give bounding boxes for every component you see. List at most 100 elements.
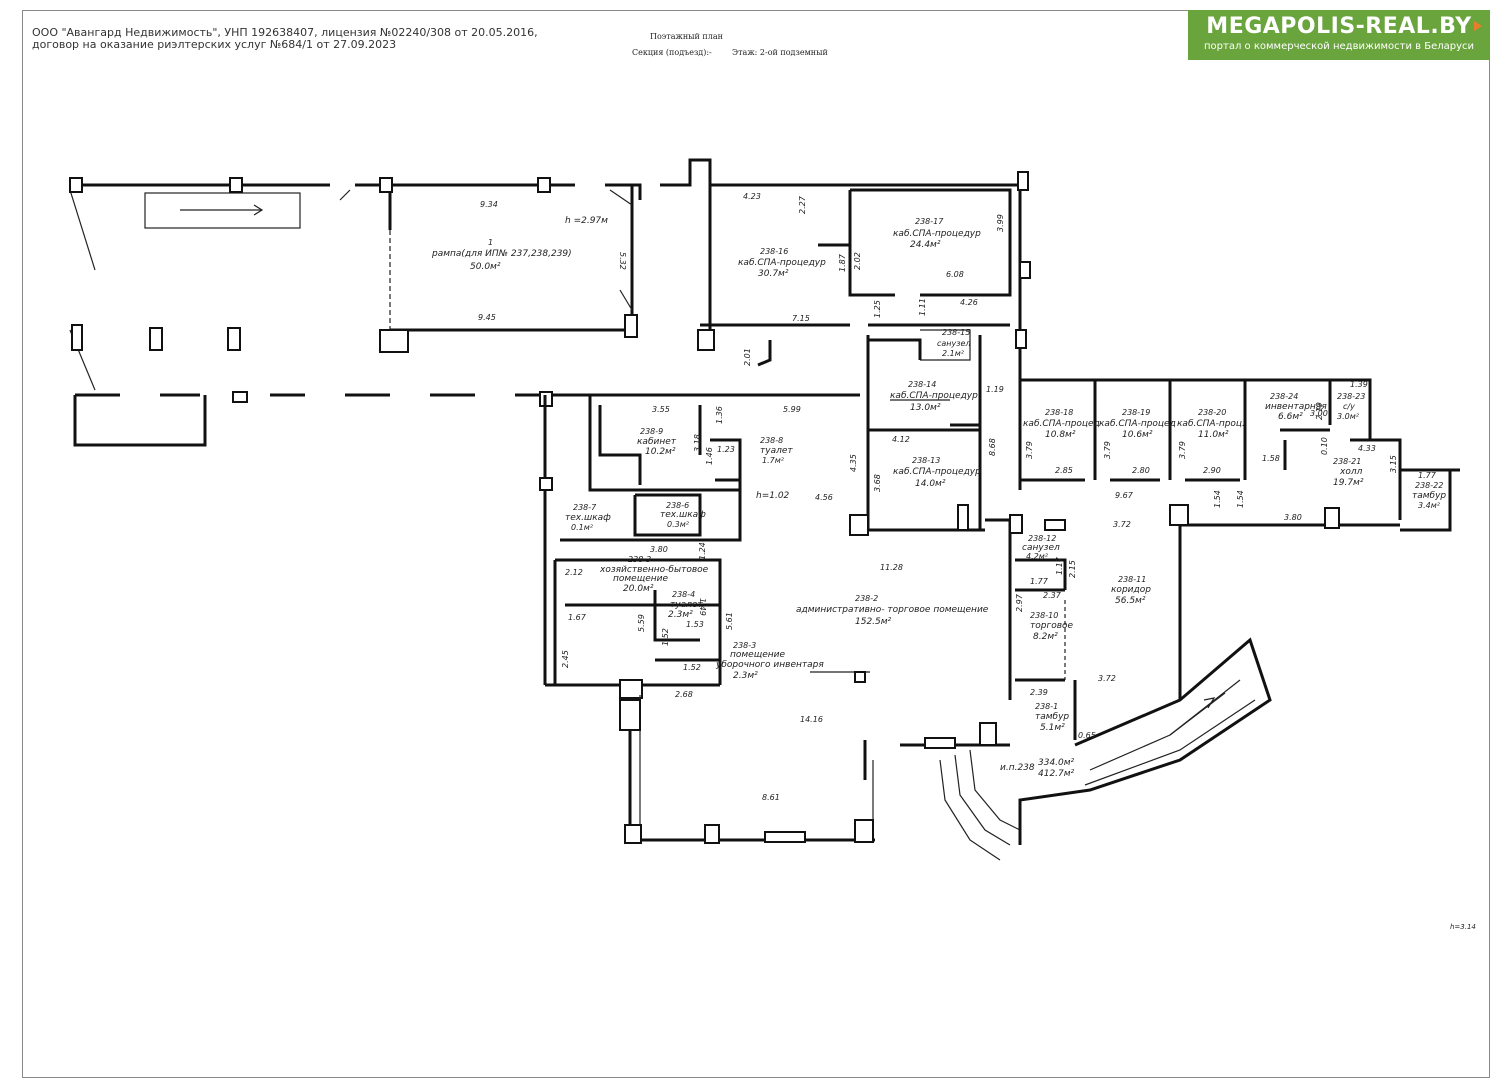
dim-177: 1.77 bbox=[1418, 471, 1437, 480]
room-1-name: рампа(для ИП№ 237,238,239) bbox=[431, 249, 572, 259]
room-13-area: 14.0м² bbox=[915, 479, 946, 489]
room-16-number: 238-16 bbox=[760, 247, 788, 256]
room-18-name: каб.СПА-процед bbox=[1023, 419, 1100, 429]
room-21-number: 238-21 bbox=[1333, 457, 1361, 466]
room-2-area: 152.5м² bbox=[855, 617, 892, 627]
dim-177b: 1.77 bbox=[1030, 577, 1049, 586]
dim-065: 0.65 bbox=[1078, 731, 1096, 740]
room-10-area: 8.2м² bbox=[1033, 632, 1058, 642]
dim-945: 9.45 bbox=[478, 313, 496, 322]
dim-111: 1.11 bbox=[918, 298, 927, 316]
dim-297: 2.97 bbox=[1015, 593, 1024, 612]
room-9-area: 10.2м² bbox=[645, 447, 676, 457]
room-2-name: административно- торговое помещение bbox=[796, 605, 989, 615]
dim-119: 1.19 bbox=[986, 385, 1004, 394]
dim-456: 4.56 bbox=[815, 493, 833, 502]
dim-379a: 3.79 bbox=[1025, 441, 1034, 459]
room-7-name: тех.шкаф bbox=[565, 513, 611, 523]
room-1-area: 50.0м² bbox=[470, 262, 501, 272]
dim-123: 1.23 bbox=[717, 445, 735, 454]
dim-559: 5.59 bbox=[637, 614, 646, 632]
dim-239: 2.39 bbox=[1030, 688, 1048, 697]
dim-146: 1.46 bbox=[705, 447, 714, 465]
dim-290: 2.90 bbox=[1203, 466, 1221, 475]
room-10-number: 238-10 bbox=[1030, 611, 1058, 620]
dim-219: 2.19 bbox=[1315, 402, 1324, 420]
dim-399: 3.99 bbox=[996, 214, 1005, 232]
dim-237: 2.37 bbox=[1043, 591, 1062, 600]
room-6-area: 0.3м² bbox=[667, 520, 690, 529]
dim-010: 0.10 bbox=[1320, 437, 1329, 455]
room-23-area: 3.0м² bbox=[1337, 412, 1360, 421]
logo-title: MEGAPOLIS-REAL.BY bbox=[1206, 14, 1472, 39]
room-19-number: 238-19 bbox=[1122, 408, 1150, 417]
dim-861: 8.61 bbox=[762, 793, 780, 802]
sheet-section: Секция (подъезд):- bbox=[632, 48, 712, 57]
dim-934: 9.34 bbox=[480, 200, 498, 209]
room-3-number: 238-3 bbox=[628, 555, 651, 564]
room-12-name: санузел bbox=[1022, 543, 1060, 553]
dim-149: 1.49 bbox=[698, 598, 707, 616]
dim-212: 2.12 bbox=[565, 568, 583, 577]
room-8-area: 1.7м² bbox=[762, 456, 785, 465]
room-14-name: каб.СПА-процедур bbox=[890, 391, 978, 401]
total-area-1: 334.0м² bbox=[1038, 758, 1075, 768]
room-3b-number: 238-3 bbox=[733, 641, 756, 650]
room-11-number: 238-11 bbox=[1118, 575, 1146, 584]
room-3b-name-2: уборочного инвентаря bbox=[715, 660, 824, 670]
room-11-area: 56.5м² bbox=[1115, 596, 1146, 606]
drawing-frame bbox=[22, 10, 1490, 1078]
total-area-2: 412.7м² bbox=[1038, 769, 1075, 779]
dim-868: 8.68 bbox=[988, 438, 997, 456]
dim-426: 4.26 bbox=[960, 298, 978, 307]
room-3-name-2: помещение bbox=[613, 574, 668, 584]
dim-561: 5.61 bbox=[725, 612, 734, 630]
dim-412: 4.12 bbox=[892, 435, 910, 444]
room-10-name: торговое bbox=[1030, 621, 1074, 631]
dim-245: 2.45 bbox=[561, 650, 570, 668]
dim-300: 3.00 bbox=[1310, 409, 1328, 418]
room-1b-number: 238-1 bbox=[1035, 702, 1058, 711]
dimension-labels: 9.34 9.45 5.32 4.23 2.27 1.87 2.02 3.99 … bbox=[478, 192, 1437, 802]
dim-379b: 3.79 bbox=[1103, 441, 1112, 459]
dim-268: 2.68 bbox=[675, 690, 693, 699]
room-1-height: h =2.97м bbox=[565, 216, 608, 226]
room-8-height: h=1.02 bbox=[756, 491, 790, 501]
dim-433: 4.33 bbox=[1358, 444, 1376, 453]
dim-1416: 14.16 bbox=[800, 715, 823, 724]
room-12-number: 238-12 bbox=[1028, 534, 1056, 543]
plan-walls bbox=[69, 158, 1460, 861]
dim-372b: 3.72 bbox=[1098, 674, 1116, 683]
room-13-number: 238-13 bbox=[912, 456, 940, 465]
room-17-area: 24.4м² bbox=[910, 240, 941, 250]
dim-202: 2.02 bbox=[853, 252, 862, 270]
room-4-number: 238-4 bbox=[672, 590, 695, 599]
dim-967: 9.67 bbox=[1115, 491, 1134, 500]
room-18-area: 10.8м² bbox=[1045, 430, 1076, 440]
room-labels: h =2.97м 1 рампа(для ИП№ 237,238,239) 50… bbox=[431, 216, 1476, 931]
dim-152b: 1.52 bbox=[683, 663, 701, 672]
dim-315: 3.15 bbox=[1389, 455, 1398, 473]
room-6-name: тех.шкаф bbox=[660, 510, 706, 520]
room-14-number: 238-14 bbox=[908, 380, 936, 389]
room-8-number: 238-8 bbox=[760, 436, 783, 445]
room-15-number: 238-15 bbox=[942, 328, 970, 337]
room-13-name: каб.СПА-процедур bbox=[893, 467, 981, 477]
site-logo[interactable]: MEGAPOLIS-REAL.BY портал о коммерческой … bbox=[1188, 10, 1490, 60]
room-7-area: 0.1м² bbox=[571, 523, 594, 532]
dim-154b: 1.54 bbox=[1236, 490, 1245, 508]
room-19-name: каб.СПА-процед bbox=[1099, 419, 1176, 429]
room-3b-name-1: помещение bbox=[730, 650, 785, 660]
height-note: h=3.14 bbox=[1450, 923, 1476, 931]
dim-201: 2.01 bbox=[743, 348, 752, 366]
dim-139: 1.39 bbox=[1350, 380, 1368, 389]
dim-435: 4.35 bbox=[849, 454, 858, 472]
dim-599: 5.99 bbox=[783, 405, 801, 414]
room-9-number: 238-9 bbox=[640, 427, 663, 436]
room-12-area: 4.2м² bbox=[1026, 552, 1049, 561]
room-2-number: 238-2 bbox=[855, 594, 878, 603]
room-17-name: каб.СПА-процедур bbox=[893, 229, 981, 239]
room-6-number: 238-6 bbox=[666, 501, 689, 510]
room-21-area: 19.7м² bbox=[1333, 478, 1364, 488]
